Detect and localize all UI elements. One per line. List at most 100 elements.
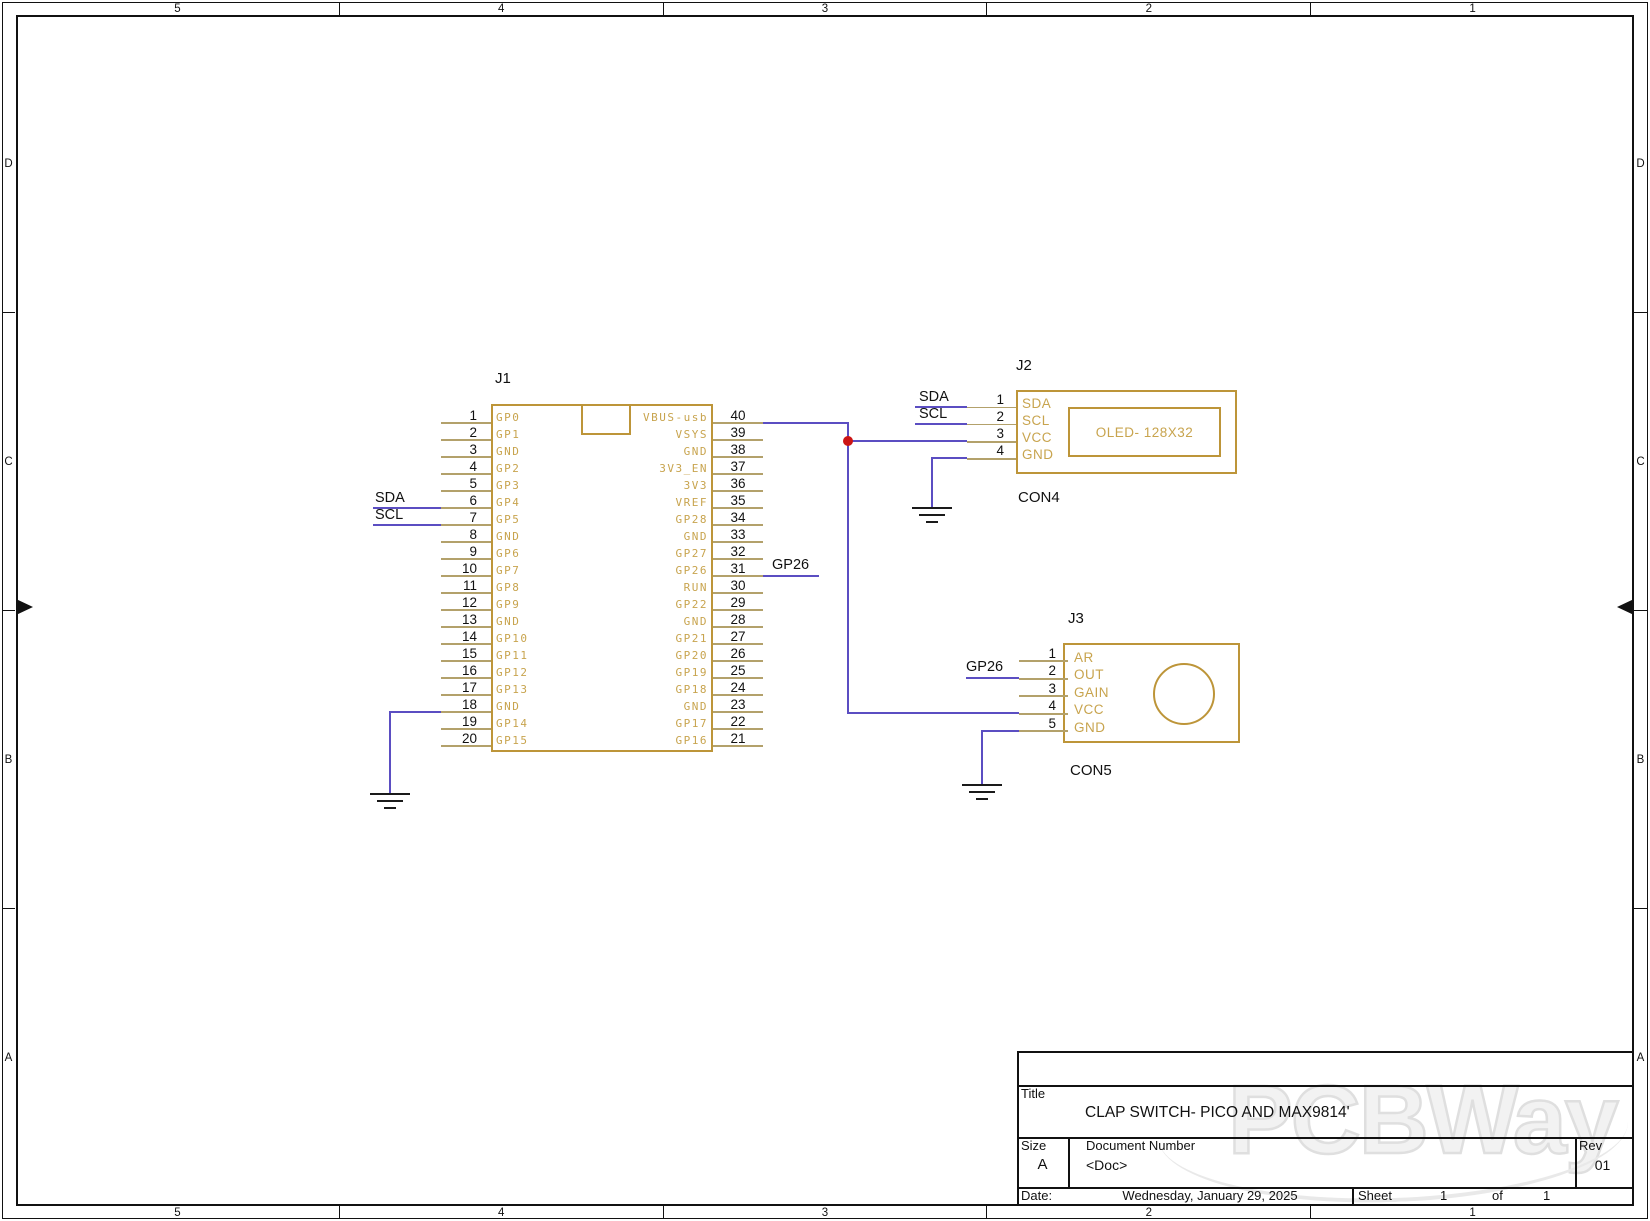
pin-name: GP1: [496, 428, 521, 441]
pin-name: GND: [1022, 447, 1054, 463]
pin-stub: [441, 677, 491, 679]
wire-j2-gnd-v: [931, 457, 933, 508]
pin-row: 23 GND: [684, 695, 763, 713]
pin-row: 2 OUT: [1019, 661, 1104, 681]
pcbway-watermark: PCBWay: [1227, 1064, 1620, 1176]
pin-number: 25: [730, 662, 746, 678]
pin-name: GP28: [675, 513, 708, 526]
wire-vbus-h: [763, 422, 848, 424]
pin-name: GND: [496, 700, 521, 713]
pin-row: 15 GP11: [441, 644, 691, 662]
pin-number: 36: [730, 475, 746, 491]
wire-power-vertical: [847, 422, 849, 714]
grid-label: 3: [664, 1206, 988, 1219]
pin-name: GP21: [675, 632, 708, 645]
grid-label: 4: [340, 1206, 664, 1219]
date-field-label: Date:: [1021, 1188, 1053, 1203]
pin-stub: [713, 694, 763, 696]
pin-stub: [441, 660, 491, 662]
wire-gp26-j3: [966, 677, 1019, 679]
pin-row: 5 GND: [1019, 714, 1105, 734]
pin-number: 34: [730, 509, 746, 525]
pin-stub: [713, 609, 763, 611]
pin-row: 9 GP6: [441, 542, 691, 560]
pin-name: GP10: [496, 632, 529, 645]
pin-name: GP6: [496, 547, 521, 560]
wire-gp26-j1: [763, 575, 819, 577]
pin-number: 35: [730, 492, 746, 508]
wire-j1-gnd-h: [389, 711, 442, 713]
pin-stub: [441, 745, 491, 747]
pin-stub: [441, 422, 491, 424]
title-block-divider: [1575, 1137, 1577, 1187]
wire-vcc-j2: [847, 440, 967, 442]
pin-row: 19 GP14: [441, 712, 691, 730]
pin-number: 2: [996, 408, 1004, 424]
pin-row: 1 SDA: [967, 390, 1051, 410]
j1-usb-connector: [581, 404, 631, 435]
pin-stub: [441, 609, 491, 611]
pin-row: 2 GP1: [441, 423, 691, 441]
size-value: A: [1037, 1156, 1048, 1173]
pin-number: 37: [730, 458, 746, 474]
pin-row: 26 GP20: [676, 644, 763, 662]
pin-number: 39: [730, 424, 746, 440]
wire-j1-gnd-v: [389, 711, 391, 795]
pin-row: 38 GND: [684, 440, 763, 458]
pin-row: 36 3V3: [684, 474, 763, 492]
pin-stub: [713, 660, 763, 662]
title-block-line: [1017, 1137, 1634, 1139]
wire-junction-dot: [843, 436, 853, 446]
grid-label: D: [1634, 15, 1647, 313]
grid-label: 1: [1469, 1206, 1476, 1219]
pin-name: SDA: [1022, 395, 1052, 411]
pin-number: 40: [730, 407, 746, 423]
pin-name: GP4: [496, 496, 521, 509]
grid-label: A: [1636, 1051, 1645, 1064]
pin-stub: [713, 728, 763, 730]
ground-symbol-j2: [912, 507, 952, 524]
pin-name: GND: [683, 445, 708, 458]
wire-vcc-j3: [847, 712, 1019, 714]
pin-number: 30: [730, 577, 746, 593]
j1-reference: J1: [495, 370, 511, 387]
grid-label: C: [1634, 313, 1647, 611]
pin-number: 31: [730, 560, 746, 576]
j1-left-pins: 1 GP0 2 GP1 3 GND 4 GP2 5 GP3 6 GP4 7 GP…: [441, 406, 691, 747]
net-label-scl-j1: SCL: [375, 507, 404, 523]
pin-stub: [713, 439, 763, 441]
pin-stub: [441, 439, 491, 441]
rev-field-label: Rev: [1579, 1138, 1603, 1153]
grid-label: D: [2, 15, 15, 313]
pin-name: GP3: [496, 479, 521, 492]
pin-name: GP5: [496, 513, 521, 526]
pin-stub: [441, 541, 491, 543]
pin-stub: [713, 575, 763, 577]
pin-name: GP16: [675, 734, 708, 747]
pin-row: 17 GP13: [441, 678, 691, 696]
rev-value: 01: [1594, 1157, 1611, 1173]
pin-name: VREF: [675, 496, 708, 509]
pin-row: 4 VCC: [1019, 696, 1104, 716]
wire-scl-j2: [915, 423, 967, 425]
title-block-divider: [1068, 1137, 1070, 1187]
pin-stub: [713, 524, 763, 526]
pin-stub: [441, 592, 491, 594]
sheet-inner-border: [16, 15, 1634, 1206]
grid-label: 2: [987, 2, 1312, 15]
pin-name: VCC: [1022, 430, 1053, 446]
pin-stub: [713, 626, 763, 628]
pin-stub: [967, 458, 1016, 460]
pin-name: GND: [496, 615, 521, 628]
j2-connector-label: CON4: [1018, 489, 1060, 506]
pin-row: 20 GP15: [441, 729, 691, 747]
pin-row: 27 GP21: [676, 627, 763, 645]
pin-row: 24 GP18: [676, 678, 763, 696]
j3-pins: 1 AR 2 OUT 3 GAIN 4 VCC 5 GND: [1019, 644, 1109, 734]
pin-number: 3: [996, 426, 1004, 442]
pin-stub: [441, 558, 491, 560]
wire-j2-gnd-h: [931, 457, 967, 459]
